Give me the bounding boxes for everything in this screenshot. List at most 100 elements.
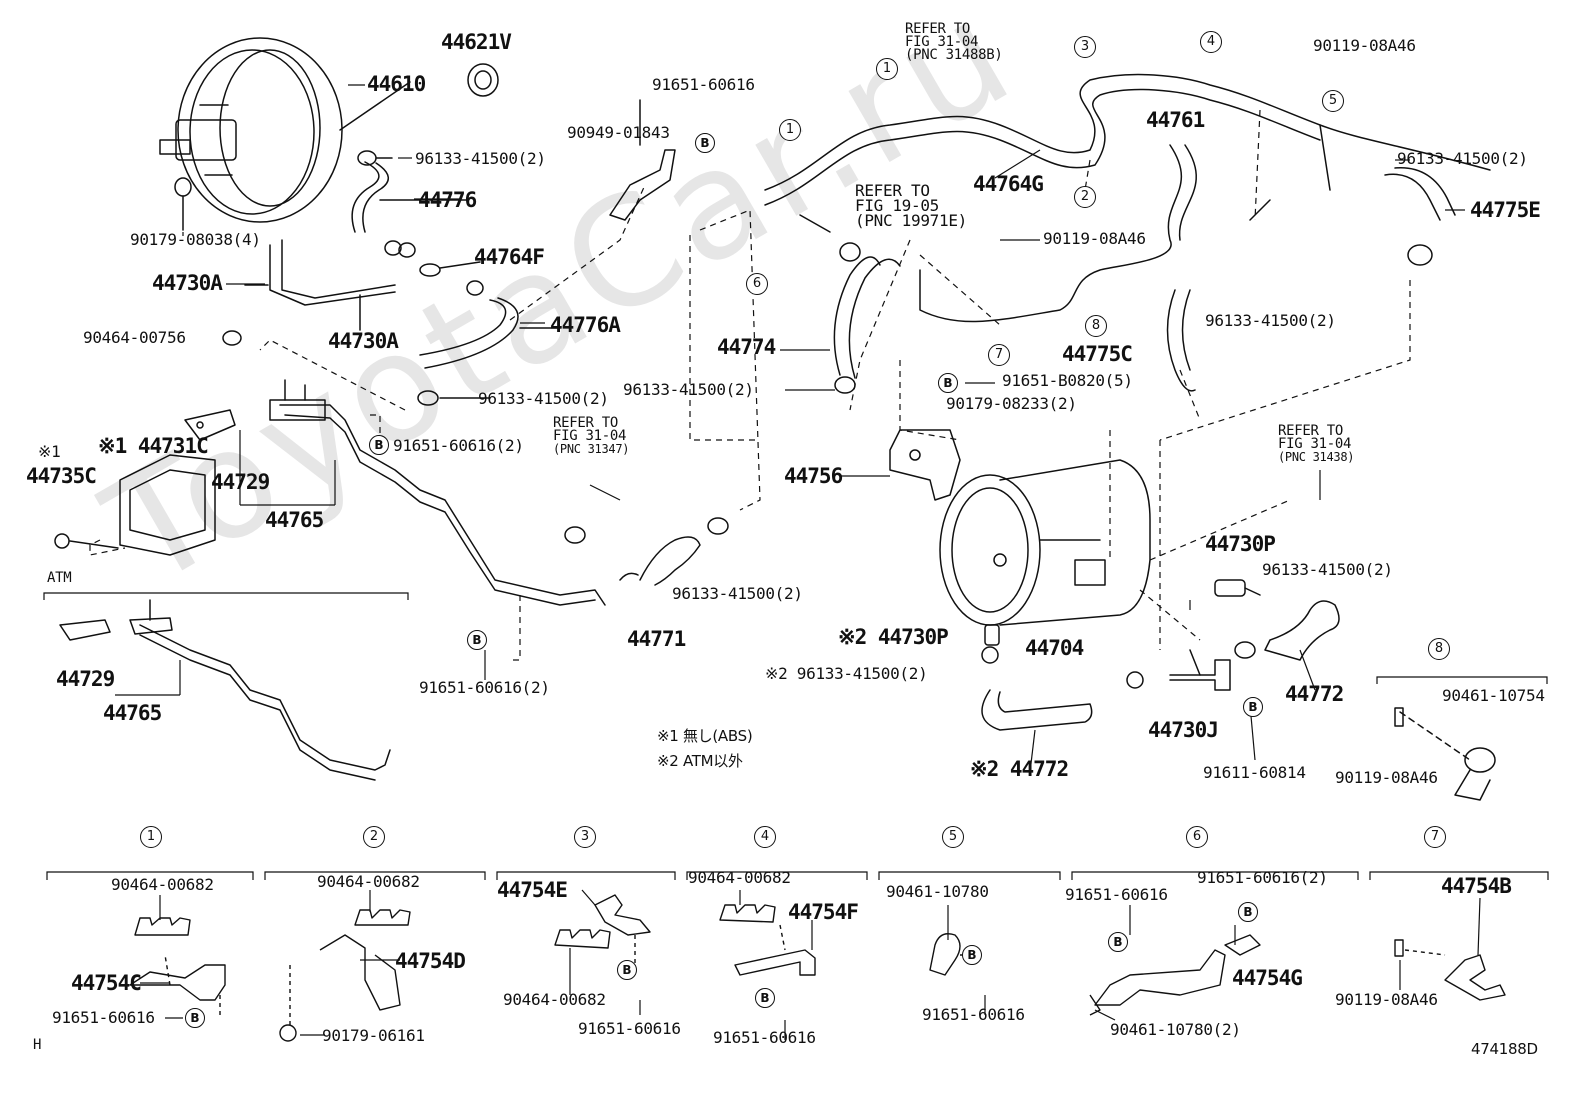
bolt-mark: B (1108, 932, 1128, 952)
panel-2-part-44754D: 44754D (395, 949, 466, 973)
bolt-mark: B (1238, 902, 1258, 922)
section-atm-label: ATM (47, 570, 72, 586)
panel-6-number: 6 (1186, 826, 1208, 848)
callout-5: 5 (1322, 90, 1344, 112)
part-44765-atm: 44765 (103, 701, 162, 725)
part-96133-41500-a: 96133-41500(2) (415, 149, 546, 168)
panel-7-number: 7 (1424, 826, 1446, 848)
part-91651-60616-top: 91651-60616 (652, 75, 755, 94)
part-44610: 44610 (367, 72, 426, 96)
part-44776: 44776 (418, 188, 477, 212)
callout-6: 6 (746, 273, 768, 295)
panel-2-part-90179-06161: 90179-06161 (322, 1026, 425, 1045)
part-44729-a: 44729 (211, 470, 270, 494)
note-1: ※1 無し(ABS) (657, 727, 753, 745)
part-44772-atm: ※2 44772 (970, 757, 1069, 781)
callout-1-a: 1 (876, 58, 898, 80)
panel-4-part-91651-60616: 91651-60616 (713, 1028, 816, 1047)
panel-4-part-44754F: 44754F (788, 900, 859, 924)
part-44704: 44704 (1025, 636, 1084, 660)
bolt-mark: B (617, 960, 637, 980)
brake-booster-44610 (159, 37, 411, 223)
part-91651-60616-2-a: 91651-60616(2) (393, 436, 524, 455)
part-91651-B0820: 91651-B0820(5) (1002, 371, 1133, 390)
part-44761: 44761 (1146, 108, 1205, 132)
panel-7-part-44754B: 44754B (1441, 874, 1512, 898)
callout-7: 7 (988, 344, 1010, 366)
part-44775C: 44775C (1062, 342, 1133, 366)
part-90461-10754: 90461-10754 (1442, 686, 1545, 705)
part-44764F: 44764F (474, 245, 545, 269)
part-90119-08A46-mid: 90119-08A46 (1043, 229, 1146, 248)
bolt-mark: B (938, 373, 958, 393)
panel-6-part-91651-60616-2: 91651-60616(2) (1197, 868, 1328, 887)
part-44771: 44771 (627, 627, 686, 651)
panel-4-part-90464-00682: 90464-00682 (688, 868, 791, 887)
part-90119-08A46-top: 90119-08A46 (1313, 36, 1416, 55)
bolt-mark: B (755, 988, 775, 1008)
part-96133-41500-b: 96133-41500(2) (478, 389, 609, 408)
part-96133-41500-e: 96133-41500(2) (623, 380, 754, 399)
note-2: ※2 ATM以外 (657, 752, 743, 770)
note-mark-1: ※1 (38, 442, 61, 461)
panel-1-part-90464-00682: 90464-00682 (111, 875, 214, 894)
part-44775E: 44775E (1470, 198, 1541, 222)
bolt-mark: B (185, 1008, 205, 1028)
part-91611-60814: 91611-60814 (1203, 763, 1306, 782)
part-44730P-atm: ※2 44730P (838, 625, 949, 649)
panel-1-number: 1 (140, 826, 162, 848)
part-91651-60616-2-b: 91651-60616(2) (419, 678, 550, 697)
panel-3-number: 3 (574, 826, 596, 848)
part-44731C: ※1 44731C (98, 434, 209, 458)
callout-4: 4 (1200, 31, 1222, 53)
part-44729-atm: 44729 (56, 667, 115, 691)
panel-4-number: 4 (754, 826, 776, 848)
panel-6-part-91651-60616: 91651-60616 (1065, 885, 1168, 904)
part-44765-a: 44765 (265, 508, 324, 532)
part-44735C: 44735C (26, 464, 97, 488)
part-90949-01843: 90949-01843 (567, 123, 670, 142)
panel-5-part-91651-60616: 91651-60616 (922, 1005, 1025, 1024)
corner-mark: H (33, 1037, 42, 1053)
callout-3: 3 (1074, 36, 1096, 58)
bolt-mark: B (467, 630, 487, 650)
callout-2: 2 (1074, 186, 1096, 208)
part-44764G: 44764G (973, 172, 1044, 196)
panel-2-number: 2 (363, 826, 385, 848)
panel-1-part-91651-60616: 91651-60616 (52, 1008, 155, 1027)
panel-7-part-90119-08A46: 90119-08A46 (1335, 990, 1438, 1009)
part-90179-08233: 90179-08233(2) (946, 394, 1077, 413)
callout-1-b: 1 (779, 119, 801, 141)
panel-6-part-90461-10780-2: 90461-10780(2) (1110, 1020, 1241, 1039)
panel-3-part-44754E: 44754E (497, 878, 568, 902)
bolt-mark: B (695, 133, 715, 153)
part-44776A: 44776A (550, 313, 621, 337)
panel-1-part-44754C: 44754C (71, 971, 142, 995)
vacuum-tank-44704 (939, 459, 1151, 626)
panel-3-part-91651-60616: 91651-60616 (578, 1019, 681, 1038)
callout-8-panel: 8 (1428, 638, 1450, 660)
bolt-mark: B (1243, 697, 1263, 717)
part-44730A-b: 44730A (328, 329, 399, 353)
part-90119-08A46-p8: 90119-08A46 (1335, 768, 1438, 787)
part-44756: 44756 (784, 464, 843, 488)
part-96133-41500-g: 96133-41500(2) (672, 584, 803, 603)
part-96133-41500-atm: ※2 96133-41500(2) (765, 664, 928, 683)
part-90179-08038: 90179-08038(4) (130, 230, 261, 249)
panel-2-part-90464-00682: 90464-00682 (317, 872, 420, 891)
part-96133-41500-d: 96133-41500(2) (1205, 311, 1336, 330)
part-44730J: 44730J (1148, 718, 1219, 742)
part-96133-41500-f: 96133-41500(2) (1262, 560, 1393, 579)
panel-3-part-90464-00682: 90464-00682 (503, 990, 606, 1009)
diagram-id: 474188D (1471, 1040, 1538, 1058)
panel-6-part-44754G: 44754G (1232, 966, 1303, 990)
refer-note-31438: REFER TO FIG 31-04 (PNC 31438) (1278, 423, 1355, 464)
part-44621V: 44621V (441, 30, 512, 54)
bolt-mark: B (369, 435, 389, 455)
panel-5-part-90461-10780: 90461-10780 (886, 882, 989, 901)
refer-note-19971e: REFER TO FIG 19-05 (PNC 19971E) (855, 181, 967, 230)
panel-5-number: 5 (942, 826, 964, 848)
part-96133-41500-c: 96133-41500(2) (1397, 149, 1528, 168)
part-44730P: 44730P (1205, 532, 1276, 556)
